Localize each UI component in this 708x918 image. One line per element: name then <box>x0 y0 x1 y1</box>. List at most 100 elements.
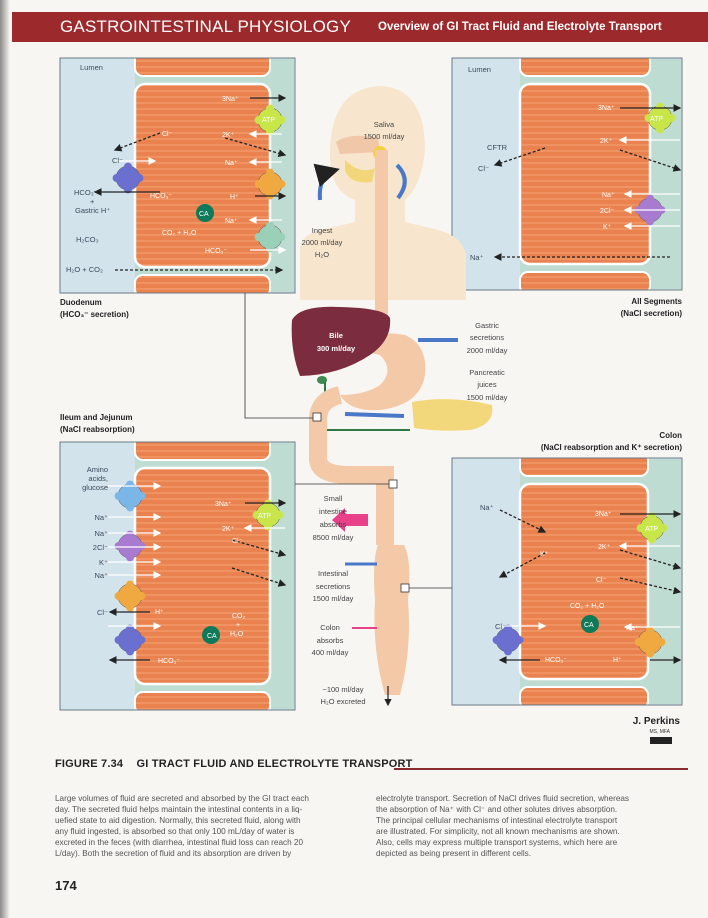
transport-arrow <box>619 149 682 172</box>
epithelial-cell <box>133 466 272 686</box>
center-labels: Saliva 1500 ml/day Ingest 2000 ml/day H₂… <box>302 120 508 706</box>
ion-label: HCO₃⁻ <box>205 248 227 255</box>
section-title: Overview of GI Tract Fluid and Electroly… <box>378 21 662 33</box>
transport-arrow <box>224 137 287 157</box>
transport-arrow <box>231 539 287 557</box>
ion-label: K⁺ <box>603 224 612 231</box>
body-text-column-1: Large volumes of fluid are secreted and … <box>55 793 365 859</box>
colon-volume: 400 ml/day <box>312 648 349 657</box>
ingest-water: H₂O <box>315 250 329 259</box>
ion-label: + <box>236 622 240 629</box>
ion-label: ATP <box>645 526 658 533</box>
ion-label: CO₂ <box>232 613 246 620</box>
ingest-arrow <box>313 163 340 201</box>
ileum-caption-2: (NaCl reabsorption) <box>60 425 135 434</box>
ingest-label: Ingest <box>312 226 333 235</box>
salivary-glands <box>345 160 375 183</box>
ion-label: CA <box>199 211 209 218</box>
colon-label: Colon <box>320 623 340 632</box>
ion-label: H⁺ <box>155 609 164 616</box>
small-intestine-label: Small <box>324 494 343 503</box>
chapter-title: GASTROINTESTINAL PHYSIOLOGY <box>60 17 351 36</box>
segments-lumen-label: Lumen <box>468 65 491 74</box>
transport-arrow <box>493 147 546 167</box>
ion-label: Na⁺ <box>470 253 484 262</box>
ion-label: 3Na⁺ <box>222 96 239 103</box>
text-line: The principal cellular mechanisms of int… <box>376 816 618 825</box>
text-line: excreted in the feces (with diarrhea, in… <box>55 838 304 847</box>
colon-panel-caption: Colon <box>659 431 682 440</box>
transport-arrow <box>231 567 287 587</box>
bile-volume: 300 ml/day <box>317 344 356 353</box>
ion-label: Cl⁻ <box>596 577 607 584</box>
ion-label: Na⁺ <box>480 503 494 512</box>
carbonic-anhydrase-icon <box>196 204 214 222</box>
pancreatic-label: Pancreatic <box>469 368 505 377</box>
excreted-label: H₂O excreted <box>320 697 365 706</box>
text-line: uefied state to aid digestion. Normally,… <box>55 816 301 825</box>
gastric-label-2: secretions <box>470 333 504 342</box>
ion-label: 2Cl⁻ <box>93 543 108 552</box>
ion-label: glucose <box>82 483 108 492</box>
text-line: day. The secreted fluid helps maintain t… <box>55 805 303 814</box>
text-line: the absorption of Na⁺ with Cl⁻ and other… <box>376 805 618 814</box>
carbonic-anhydrase-icon <box>202 626 220 644</box>
ion-label: Na⁺ <box>94 513 108 522</box>
anion-exchanger-icon <box>112 162 144 194</box>
ion-label: ATP <box>650 116 663 123</box>
text-line: electrolyte transport. Secretion of NaCl… <box>376 794 630 803</box>
ion-label: 3Na⁺ <box>595 511 612 518</box>
transport-arrow <box>619 549 682 570</box>
ion-label: Na⁺ <box>626 625 639 632</box>
ion-label: ATP <box>262 117 275 124</box>
ion-label: 3Na⁺ <box>598 105 615 112</box>
artist-credentials: MS, MFA <box>649 729 670 735</box>
ion-label: Na⁺ <box>94 571 108 580</box>
ion-label: Gastric H⁺ <box>75 206 110 215</box>
transport-arrow <box>619 577 682 595</box>
figure-number: FIGURE 7.34 <box>55 758 124 770</box>
ion-label: CFTR <box>487 143 508 152</box>
duodenum-marker <box>312 412 322 422</box>
duodenum-caption-2: (HCO₃⁻ secretion) <box>60 310 129 319</box>
ion-label: K⁺ <box>540 551 549 558</box>
segments-caption: All Segments <box>631 297 682 306</box>
figure-title: GI TRACT FLUID AND ELECTROLYTE TRANSPORT <box>136 758 413 770</box>
colon-marker <box>400 583 410 593</box>
ion-label: CO₂ + H₂O <box>162 230 197 237</box>
ion-label: Na⁺ <box>225 218 238 225</box>
saliva-label: Saliva <box>374 120 395 129</box>
body-figure <box>244 86 493 707</box>
page-header: GASTROINTESTINAL PHYSIOLOGY Overview of … <box>12 12 708 42</box>
nbc-cotransporter-icon <box>254 221 286 253</box>
ion-label: CA <box>584 622 594 629</box>
text-line: depicted as being present in different c… <box>376 849 532 858</box>
text-line: are illustrated. For simplicity, not all… <box>376 827 620 836</box>
ileum-marker <box>388 479 398 489</box>
small-intestine-volume: 8500 ml/day <box>313 533 354 542</box>
ion-label: H⁺ <box>230 194 239 201</box>
page-number: 174 <box>55 878 77 893</box>
nkcc-cotransporter-icon <box>114 530 146 562</box>
pancreatic-arrow <box>344 412 405 418</box>
carbonic-anhydrase-icon <box>581 615 599 633</box>
ion-label: CA <box>207 633 217 640</box>
ion-label: ATP <box>258 513 271 520</box>
ion-label: Na⁺ <box>94 529 108 538</box>
epithelial-cell <box>518 482 650 681</box>
ion-label: K⁺ <box>99 558 108 567</box>
ion-label: Na⁺ <box>225 160 238 167</box>
ion-label: 3Na⁺ <box>215 501 232 508</box>
colon-label-2: absorbs <box>317 636 344 645</box>
intestinal-label: Intestinal <box>318 569 348 578</box>
ion-label: H₂O <box>230 631 244 638</box>
colon <box>374 545 410 695</box>
intestinal-label-2: secretions <box>316 582 350 591</box>
ion-label: HCO₃⁻ <box>158 658 180 665</box>
epithelial-cell <box>133 82 272 269</box>
bile-label: Bile <box>329 331 343 340</box>
transport-arrow <box>498 552 546 578</box>
body-text-column-2: electrolyte transport. Secretion of NaCl… <box>376 793 686 859</box>
ion-label: HCO₃⁻ <box>545 657 567 664</box>
ion-label: acids, <box>88 474 108 483</box>
